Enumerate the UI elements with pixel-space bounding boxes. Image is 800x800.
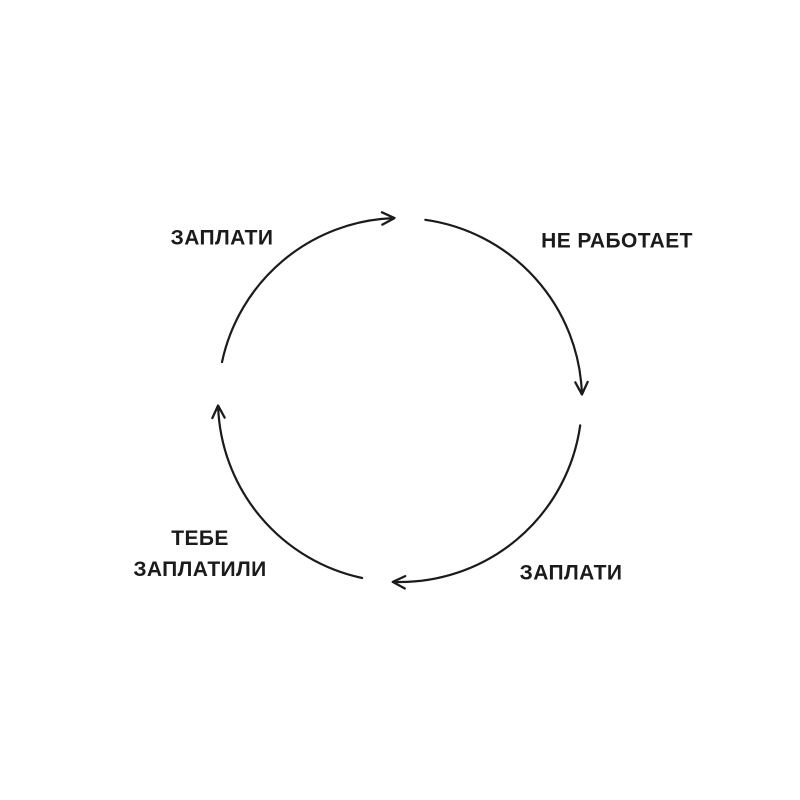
label-pay-top: ЗАПЛАТИ — [170, 226, 274, 250]
cycle-arc-bottom-right-arrow-icon — [391, 424, 582, 590]
cycle-arc-top-left-arrow-icon — [220, 211, 396, 364]
label-you-got-paid-line1: ТЕБЕ — [171, 527, 229, 550]
label-you-got-paid: ТЕБЕ ЗАПЛАТИЛИ — [133, 523, 266, 585]
label-pay-bottom: ЗАПЛАТИ — [519, 561, 623, 585]
label-not-working: НЕ РАБОТАЕТ — [541, 229, 693, 253]
cycle-arc-top-right-arrow-icon — [424, 218, 589, 396]
label-you-got-paid-line2: ЗАПЛАТИЛИ — [133, 558, 267, 581]
cycle-arc-bottom-left-arrow-icon — [211, 404, 364, 580]
